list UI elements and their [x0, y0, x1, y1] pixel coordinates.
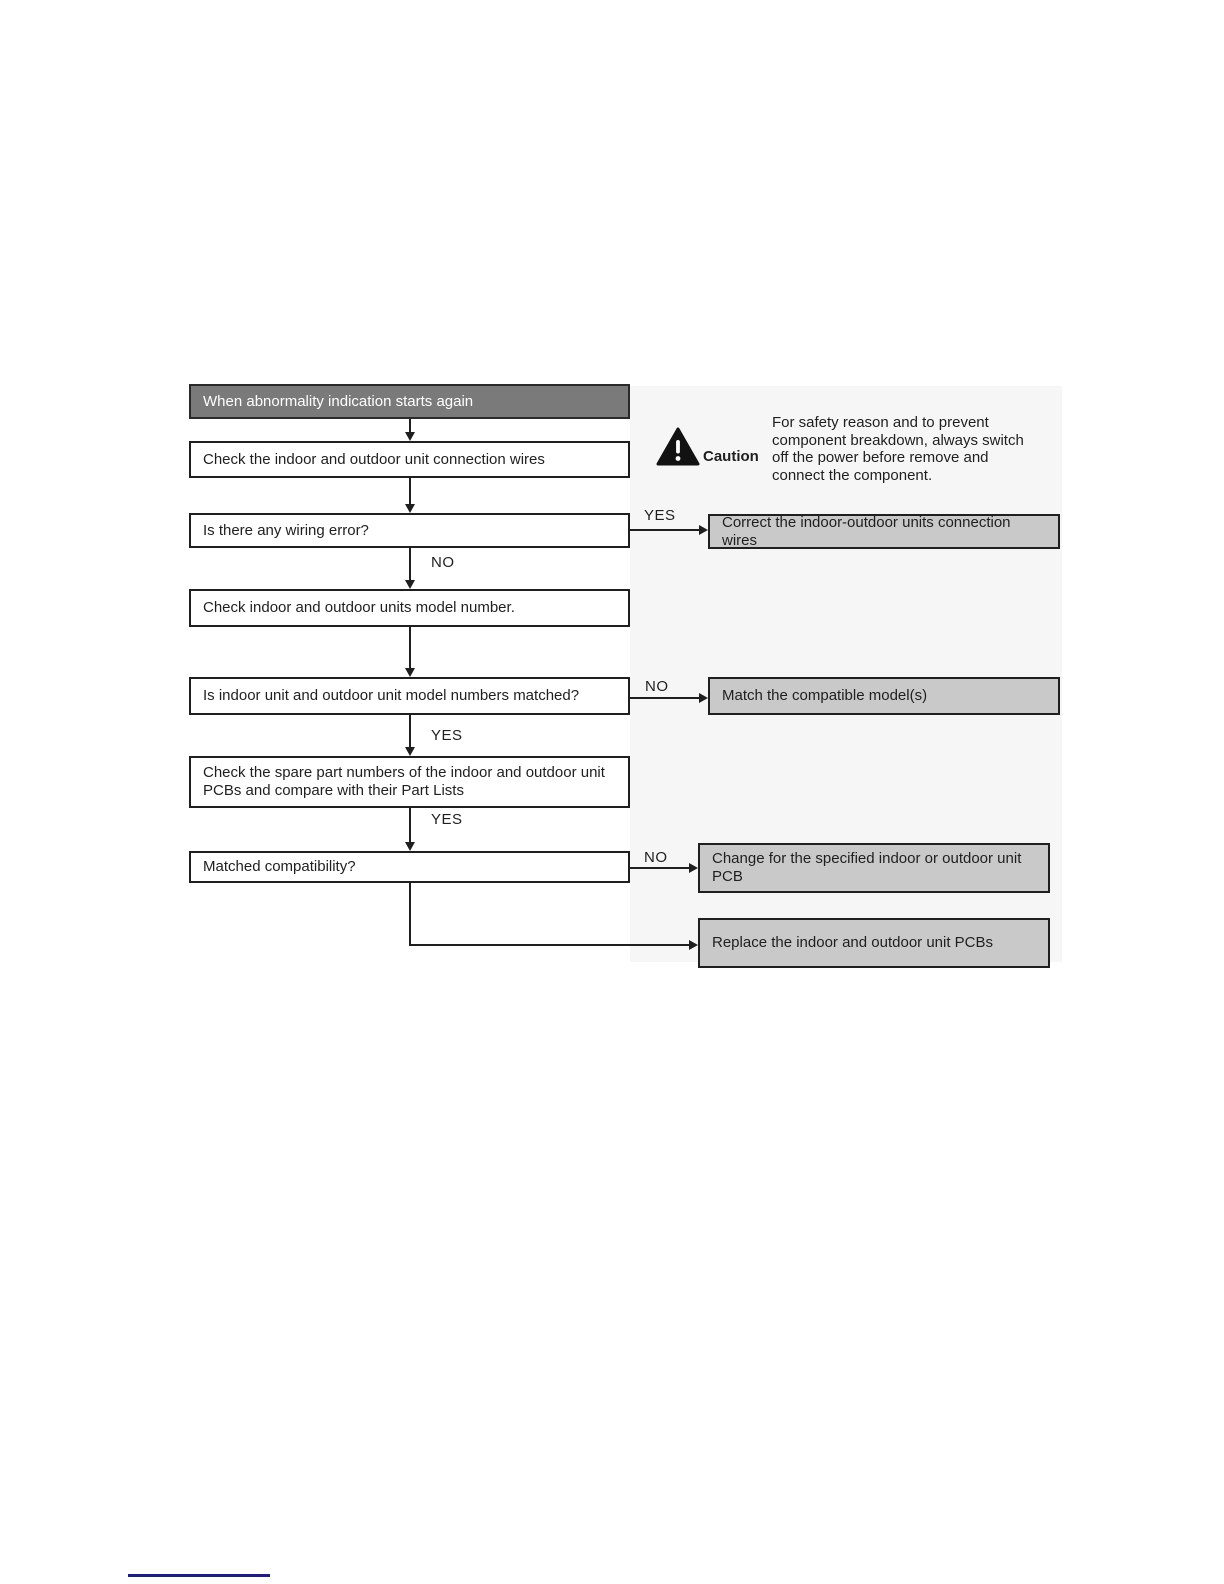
connector-line [630, 529, 699, 531]
branch-label-yes: YES [644, 507, 676, 524]
arrow-down-icon [405, 580, 415, 589]
flow-node-check-spare-parts: Check the spare part numbers of the indo… [189, 756, 630, 808]
arrow-down-icon [405, 432, 415, 441]
arrow-down-icon [405, 504, 415, 513]
arrow-down-icon [405, 668, 415, 677]
connector-line [409, 478, 411, 505]
flow-action-correct-wires: Correct the indoor-outdoor units connect… [708, 514, 1060, 549]
branch-label-no: NO [431, 554, 455, 571]
arrow-right-icon [699, 525, 708, 535]
flow-node-wiring-error: Is there any wiring error? [189, 513, 630, 548]
arrow-down-icon [405, 747, 415, 756]
caution-triangle-icon [656, 427, 700, 472]
connector-line [409, 419, 411, 433]
caution-label: Caution [703, 448, 759, 465]
connector-line [630, 867, 689, 869]
arrow-right-icon [689, 940, 698, 950]
connector-line [409, 883, 411, 946]
branch-label-yes: YES [431, 727, 463, 744]
connector-line [409, 808, 411, 843]
footer-rule [128, 1574, 270, 1577]
flow-node-check-wires: Check the indoor and outdoor unit connec… [189, 441, 630, 478]
flow-node-start: When abnormality indication starts again [189, 384, 630, 419]
flow-node-check-model-number: Check indoor and outdoor units model num… [189, 589, 630, 627]
flow-action-replace-pcbs: Replace the indoor and outdoor unit PCBs [698, 918, 1050, 968]
arrow-right-icon [689, 863, 698, 873]
branch-label-no: NO [645, 678, 669, 695]
caution-text: For safety reason and to prevent compone… [772, 414, 1024, 484]
flow-action-change-pcb: Change for the specified indoor or outdo… [698, 843, 1050, 893]
flow-action-match-models: Match the compatible model(s) [708, 677, 1060, 715]
connector-line [409, 944, 689, 946]
flow-node-model-matched: Is indoor unit and outdoor unit model nu… [189, 677, 630, 715]
branch-label-yes: YES [431, 811, 463, 828]
flow-node-matched-compatibility: Matched compatibility? [189, 851, 630, 883]
connector-line [409, 627, 411, 669]
connector-line [409, 548, 411, 581]
arrow-down-icon [405, 842, 415, 851]
arrow-right-icon [699, 693, 708, 703]
connector-line [409, 715, 411, 748]
branch-label-no: NO [644, 849, 668, 866]
connector-line [630, 697, 699, 699]
